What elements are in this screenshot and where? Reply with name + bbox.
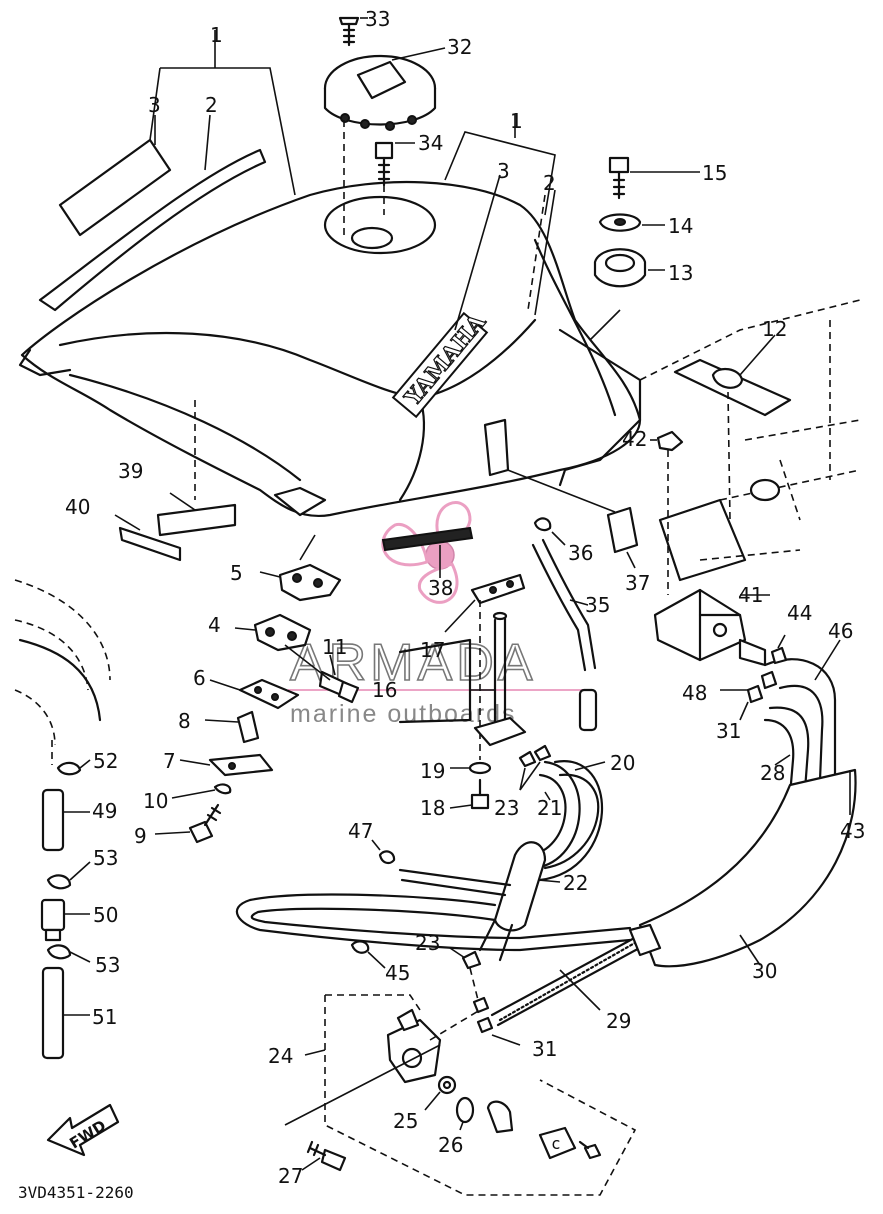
callout-c17: 17 bbox=[420, 638, 445, 662]
callout-c2b: 2 bbox=[543, 171, 556, 195]
svg-text:c: c bbox=[551, 1134, 561, 1153]
callout-c1b: 1 bbox=[510, 109, 523, 133]
callout-c30: 30 bbox=[752, 959, 777, 983]
callout-c13: 13 bbox=[668, 261, 693, 285]
callout-c24: 24 bbox=[268, 1044, 293, 1068]
drawing-reference-code: 3VD4351-2260 bbox=[18, 1183, 134, 1202]
callout-c20: 20 bbox=[610, 751, 635, 775]
callout-c47: 47 bbox=[348, 819, 373, 843]
watermark: ARMADA marine outboards bbox=[288, 501, 590, 728]
callout-c25: 25 bbox=[393, 1109, 418, 1133]
overflow-pipes bbox=[638, 639, 857, 968]
callout-c9: 9 bbox=[134, 824, 147, 848]
tank-decal-left bbox=[38, 30, 296, 312]
callout-c2a: 2 bbox=[205, 93, 218, 117]
callout-c53b: 53 bbox=[95, 953, 120, 977]
watermark-propeller-icon bbox=[381, 501, 472, 604]
tank-rear-mount-parts bbox=[589, 156, 700, 341]
left-mount-parts bbox=[114, 400, 360, 844]
callout-c14: 14 bbox=[668, 214, 693, 238]
callout-c1a: 1 bbox=[210, 23, 223, 47]
callout-c7: 7 bbox=[163, 749, 176, 773]
callout-c3b: 3 bbox=[497, 159, 510, 183]
tire-section bbox=[14, 579, 111, 746]
callout-c16: 16 bbox=[372, 678, 397, 702]
fuel-tank: YAMAHA bbox=[18, 181, 642, 518]
callout-c31b: 31 bbox=[532, 1037, 557, 1061]
frame-section bbox=[639, 299, 861, 582]
callout-c23b: 23 bbox=[415, 931, 440, 955]
callout-c26: 26 bbox=[438, 1133, 463, 1157]
callout-c41: 41 bbox=[738, 583, 763, 607]
callout-c21: 21 bbox=[537, 796, 562, 820]
callout-c5: 5 bbox=[230, 561, 243, 585]
callout-c32: 32 bbox=[447, 35, 472, 59]
fuel-pump bbox=[650, 430, 770, 667]
callout-c44: 44 bbox=[787, 601, 812, 625]
callout-c53a: 53 bbox=[93, 846, 118, 870]
callout-c35: 35 bbox=[585, 593, 610, 617]
callout-c22: 22 bbox=[563, 871, 588, 895]
callout-c11: 11 bbox=[322, 635, 347, 659]
callout-c10: 10 bbox=[143, 789, 168, 813]
callout-c46: 46 bbox=[828, 619, 853, 643]
callout-c51: 51 bbox=[92, 1005, 117, 1029]
callout-c37: 37 bbox=[625, 571, 650, 595]
fuel-cap bbox=[323, 16, 446, 240]
callout-c34: 34 bbox=[418, 131, 443, 155]
callout-c38: 38 bbox=[428, 576, 453, 600]
breather-hose-assembly bbox=[40, 740, 91, 1060]
callout-c28: 28 bbox=[760, 761, 785, 785]
callout-c42: 42 bbox=[622, 427, 647, 451]
tank-decal-right bbox=[444, 115, 556, 331]
callout-c49: 49 bbox=[92, 799, 117, 823]
pump-fasteners bbox=[720, 634, 788, 721]
callout-c39: 39 bbox=[118, 459, 143, 483]
callout-c31a: 31 bbox=[716, 719, 741, 743]
fuel-cock-parts bbox=[381, 418, 639, 882]
callout-c12: 12 bbox=[762, 317, 787, 341]
fuel-hose-main bbox=[235, 839, 632, 969]
callout-c36: 36 bbox=[568, 541, 593, 565]
fuel-cable bbox=[490, 923, 662, 1027]
callout-c23a: 23 bbox=[494, 796, 519, 820]
callout-c6: 6 bbox=[193, 666, 206, 690]
callout-c29: 29 bbox=[606, 1009, 631, 1033]
callout-c15: 15 bbox=[702, 161, 727, 185]
callout-c27: 27 bbox=[278, 1164, 303, 1188]
callout-c4: 4 bbox=[208, 613, 221, 637]
callout-c45: 45 bbox=[385, 961, 410, 985]
callout-c48: 48 bbox=[682, 681, 707, 705]
callout-c8: 8 bbox=[178, 709, 191, 733]
watermark-tagline: marine outboards bbox=[290, 700, 517, 728]
callout-c18: 18 bbox=[420, 796, 445, 820]
callout-c19: 19 bbox=[420, 759, 445, 783]
callout-c52: 52 bbox=[93, 749, 118, 773]
callout-c43: 43 bbox=[840, 819, 865, 843]
callout-c50: 50 bbox=[93, 903, 118, 927]
forward-direction-arrow-icon: FWD bbox=[46, 1103, 120, 1157]
callout-c40: 40 bbox=[65, 495, 90, 519]
fuel-cock-assembly: c bbox=[284, 947, 637, 1196]
callout-c3a: 3 bbox=[148, 93, 161, 117]
callout-c33: 33 bbox=[365, 7, 390, 31]
